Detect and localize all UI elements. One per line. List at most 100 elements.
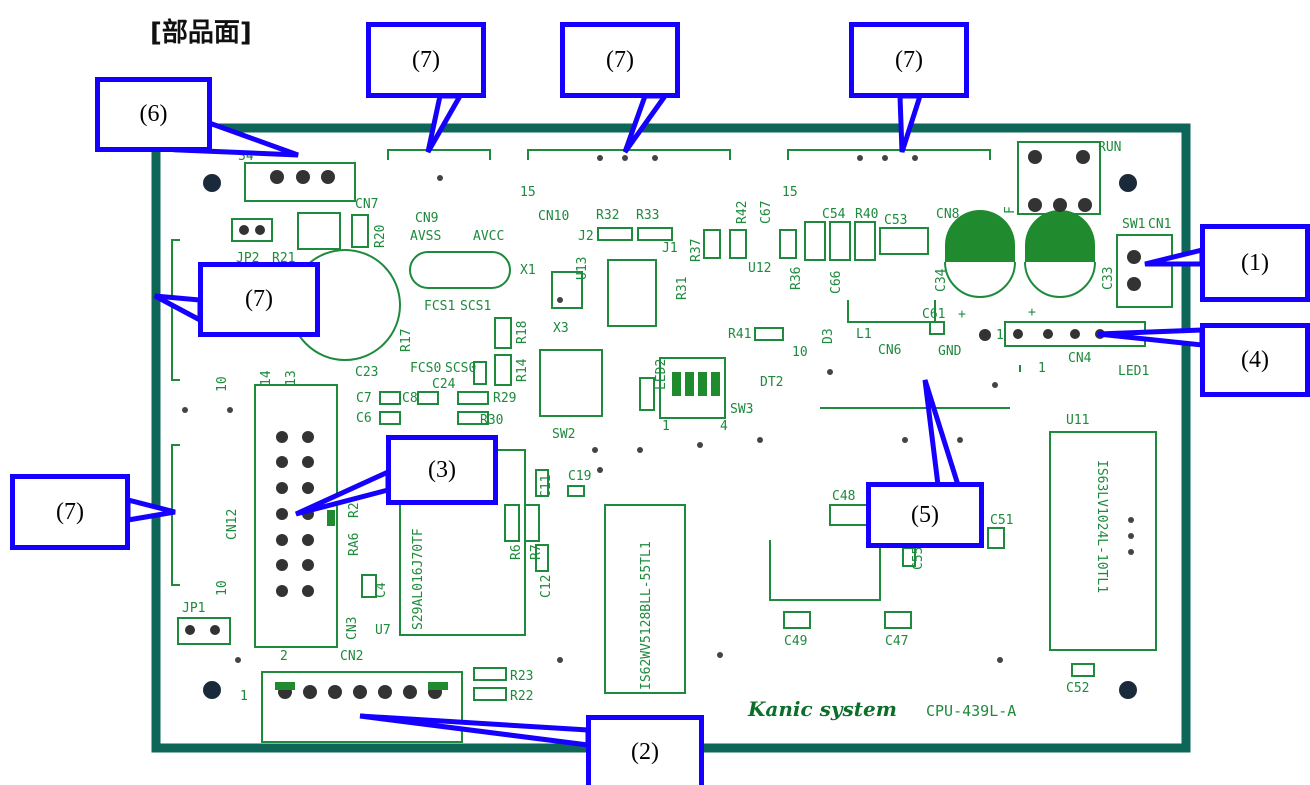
- part-outline: [551, 271, 583, 309]
- part-label: SCS0: [445, 361, 476, 376]
- jumper-outline: [231, 218, 273, 242]
- part-label: 15: [520, 185, 536, 200]
- part-label: +: [1028, 305, 1036, 320]
- part-label: 1: [1038, 361, 1046, 376]
- part-label: 1: [240, 689, 248, 704]
- part-label: CN12: [225, 509, 240, 540]
- part-label: SW2: [552, 427, 575, 442]
- part-outline: [769, 540, 881, 601]
- part-label: X3: [553, 321, 569, 336]
- part-label: DT2: [760, 375, 783, 390]
- part-label: X1: [520, 263, 536, 278]
- part-label: FCS1: [424, 299, 455, 314]
- part-label: R7: [529, 544, 544, 560]
- callout-2: (2): [586, 715, 704, 785]
- brand-logo: Kanic system: [747, 697, 897, 721]
- part-label: R20: [373, 225, 388, 248]
- part-label: R41: [728, 327, 751, 342]
- part-label: GND: [938, 344, 962, 359]
- part-label: AVSS: [410, 229, 441, 244]
- part-label: RA6: [347, 533, 362, 556]
- mounting-hole: [203, 174, 221, 192]
- part-label: C49: [784, 634, 807, 649]
- part-label: C48: [832, 489, 855, 504]
- part-label: R14: [515, 358, 530, 382]
- chip-outline: [607, 259, 657, 327]
- part-label: C34: [934, 268, 949, 292]
- part-label: R37: [689, 239, 704, 262]
- jumper-outline: [177, 617, 231, 645]
- part-label: J1: [662, 241, 678, 256]
- part-label: CN3: [345, 617, 360, 640]
- part-label: C24: [432, 377, 456, 392]
- part-label: U7: [375, 623, 391, 638]
- part-label: C23: [355, 365, 378, 380]
- part-label: CN1: [1148, 217, 1171, 232]
- connector-outline: [387, 149, 491, 160]
- part-label: U13: [575, 257, 590, 280]
- callout-7-top-left: (7): [366, 22, 486, 98]
- part-label: FCS0: [410, 361, 441, 376]
- part-label: R42: [735, 201, 750, 224]
- part-label: C55: [911, 547, 926, 570]
- part-label: SW1: [1122, 217, 1145, 232]
- callout-7-top-right: (7): [849, 22, 969, 98]
- callout-1: (1): [1200, 224, 1310, 302]
- connector-outline: [254, 384, 338, 648]
- chip-label: IS63LV1024L-10TL1: [1094, 460, 1109, 593]
- mounting-hole: [203, 681, 221, 699]
- part-label: 10: [215, 376, 230, 392]
- part-label: 1: [996, 328, 1004, 343]
- part-label: R2: [347, 502, 362, 518]
- connector-outline: [171, 239, 180, 381]
- part-label: C33: [1101, 267, 1116, 290]
- callout-5: (5): [866, 482, 984, 548]
- chip-outline: [1049, 431, 1157, 651]
- connector-outline: [261, 671, 463, 743]
- part-label: C67: [759, 201, 774, 224]
- part-label: C54: [822, 207, 846, 222]
- callout-6: (6): [95, 77, 212, 152]
- part-label: C19: [568, 469, 591, 484]
- part-label: R29: [493, 391, 516, 406]
- part-label: R40: [855, 207, 878, 222]
- part-label: C66: [829, 271, 844, 294]
- part-label: +: [958, 307, 966, 322]
- part-label: R18: [515, 321, 530, 344]
- part-label: LED1: [1118, 364, 1149, 379]
- chip-label: S29AL016J70TF: [411, 528, 426, 630]
- part-label: R30: [480, 413, 503, 428]
- part-label: C52: [1066, 681, 1089, 696]
- mounting-hole: [1119, 174, 1137, 192]
- part-label: C7: [356, 391, 372, 406]
- callout-7-top-middle: (7): [560, 22, 680, 98]
- part-outline: [351, 214, 369, 248]
- part-label: R33: [636, 208, 659, 223]
- callout-7-left-lower: (7): [10, 474, 130, 550]
- part-label: C4: [374, 582, 389, 598]
- chip-label: IS62WV5128BLL-55TL1: [639, 541, 654, 690]
- part-label: CN6: [878, 343, 901, 358]
- part-label: CN4: [1068, 351, 1092, 366]
- part-label: AVCC: [473, 229, 504, 244]
- page-title: [部品面]: [150, 18, 252, 48]
- part-label: 10: [215, 580, 230, 596]
- part-label: U12: [748, 261, 771, 276]
- part-label: C11: [539, 475, 554, 498]
- part-label: R23: [510, 669, 533, 684]
- part-label: CN7: [355, 197, 378, 212]
- part-label: 14: [259, 370, 274, 386]
- part-label: 1: [662, 419, 670, 434]
- part-label: F: [1003, 206, 1018, 214]
- part-label: R36: [789, 267, 804, 290]
- part-label: C53: [884, 213, 907, 228]
- callout-7-left-upper: (7): [198, 262, 320, 337]
- part-label: CN8: [936, 207, 959, 222]
- part-label: JP1: [182, 601, 205, 616]
- part-label: R17: [399, 329, 414, 352]
- part-label: D3: [821, 328, 836, 344]
- switch-outline: [659, 357, 726, 419]
- part-label: C8: [402, 391, 418, 406]
- callout-4: (4): [1200, 323, 1310, 397]
